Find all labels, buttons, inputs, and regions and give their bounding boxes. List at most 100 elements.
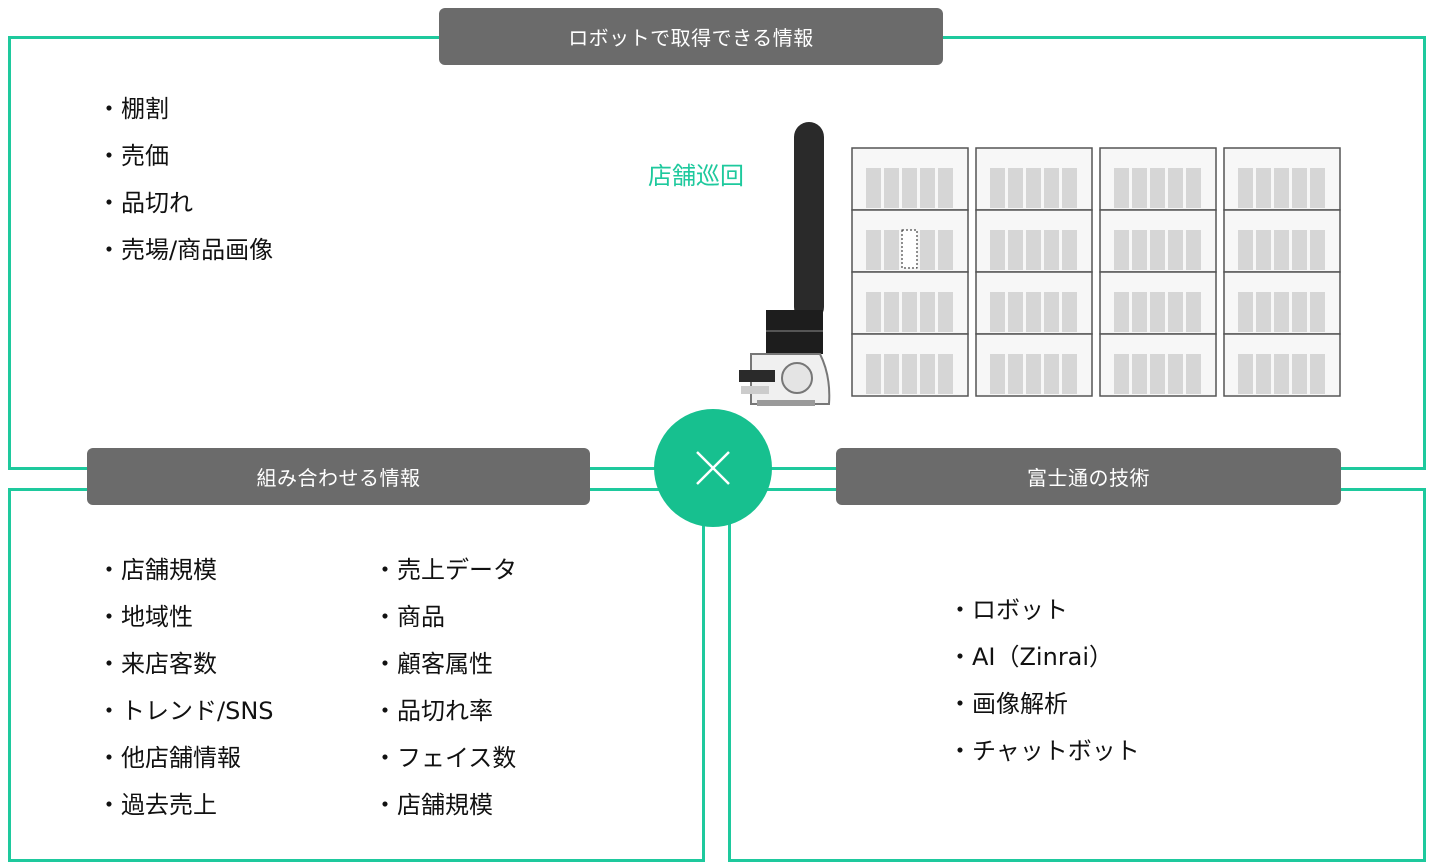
product-item xyxy=(1132,168,1147,208)
product-item xyxy=(1008,292,1023,332)
product-item xyxy=(938,230,953,270)
multiply-icon xyxy=(696,451,730,485)
product-item xyxy=(866,230,881,270)
product-item xyxy=(1132,354,1147,394)
product-item xyxy=(920,168,935,208)
multiply-circle xyxy=(654,409,772,527)
product-item xyxy=(1044,168,1059,208)
shelf-unit xyxy=(1223,147,1341,211)
product-item xyxy=(1238,292,1253,332)
combine-info-list-1: ・店舗規模 ・地域性 ・来店客数 ・トレンド/SNS ・他店舗情報 ・過去売上 xyxy=(97,547,274,829)
list-item: ・チャットボット xyxy=(948,737,1140,765)
list-item: ・ロボット xyxy=(948,596,1068,624)
product-item xyxy=(1150,354,1165,394)
product-item xyxy=(990,230,1005,270)
list-item: ・トレンド/SNS xyxy=(97,697,274,725)
product-item xyxy=(938,354,953,394)
list-item: ・AI（Zinrai） xyxy=(948,643,1114,671)
shelf-unit xyxy=(1099,147,1217,211)
product-item xyxy=(990,168,1005,208)
product-item xyxy=(1292,292,1307,332)
list-item: ・他店舗情報 xyxy=(97,744,241,772)
shelf-unit xyxy=(1099,209,1217,273)
product-item xyxy=(1292,230,1307,270)
list-item: ・売場/商品画像 xyxy=(97,236,274,264)
top-panel-header: ロボットで取得できる情報 xyxy=(439,8,943,65)
product-item xyxy=(866,354,881,394)
store-shelves xyxy=(851,147,1341,397)
product-item xyxy=(1008,354,1023,394)
product-item xyxy=(1114,354,1129,394)
list-item: ・店舗規模 xyxy=(97,556,217,584)
product-item xyxy=(1238,168,1253,208)
product-item xyxy=(1008,168,1023,208)
product-item xyxy=(920,292,935,332)
product-item xyxy=(1310,292,1325,332)
product-item xyxy=(884,230,899,270)
list-item: ・売価 xyxy=(97,142,169,170)
product-item xyxy=(1026,292,1041,332)
list-item: ・地域性 xyxy=(97,603,193,631)
shelf-unit xyxy=(1099,271,1217,335)
list-item: ・来店客数 xyxy=(97,650,217,678)
list-item: ・顧客属性 xyxy=(373,650,493,678)
shelf-unit xyxy=(975,147,1093,211)
list-item: ・棚割 xyxy=(97,95,169,123)
shelf-unit xyxy=(975,333,1093,397)
list-item: ・品切れ xyxy=(97,189,193,217)
product-item xyxy=(1026,230,1041,270)
combine-info-list-2: ・売上データ ・商品 ・顧客属性 ・品切れ率 ・フェイス数 ・店舗規模 xyxy=(373,547,517,829)
product-item xyxy=(1274,168,1289,208)
product-item xyxy=(1062,230,1077,270)
shelf-unit xyxy=(1223,209,1341,273)
product-item xyxy=(1186,230,1201,270)
shelf-unit xyxy=(851,209,969,273)
product-item xyxy=(1186,168,1201,208)
product-item xyxy=(990,292,1005,332)
product-item xyxy=(1008,230,1023,270)
product-item xyxy=(866,168,881,208)
fujitsu-panel-header: 富士通の技術 xyxy=(836,448,1341,505)
robot-illustration xyxy=(739,122,831,406)
shelf-unit xyxy=(1223,333,1341,397)
list-item: ・フェイス数 xyxy=(373,744,517,772)
product-item xyxy=(1186,354,1201,394)
product-item xyxy=(884,354,899,394)
product-item xyxy=(1168,168,1183,208)
product-item xyxy=(1310,230,1325,270)
product-item xyxy=(884,292,899,332)
product-item xyxy=(1044,230,1059,270)
shelf-unit xyxy=(851,333,969,397)
product-item xyxy=(1062,354,1077,394)
product-item xyxy=(1274,354,1289,394)
list-item: ・過去売上 xyxy=(97,791,217,819)
product-item xyxy=(1256,230,1271,270)
product-item xyxy=(1114,292,1129,332)
shelf-unit xyxy=(851,271,969,335)
product-item xyxy=(1044,354,1059,394)
list-item: ・商品 xyxy=(373,603,445,631)
product-item xyxy=(1132,230,1147,270)
list-item: ・品切れ率 xyxy=(373,697,493,725)
store-patrol-label: 店舗巡回 xyxy=(648,162,744,190)
list-item: ・店舗規模 xyxy=(373,791,493,819)
shelf-unit xyxy=(1223,271,1341,335)
product-item xyxy=(1256,292,1271,332)
product-item xyxy=(1114,168,1129,208)
product-item xyxy=(1292,354,1307,394)
product-item xyxy=(1238,354,1253,394)
product-item xyxy=(1114,230,1129,270)
shelf-unit xyxy=(1099,333,1217,397)
shelf-unit xyxy=(851,147,969,211)
product-item xyxy=(1168,292,1183,332)
shelf-unit xyxy=(975,271,1093,335)
product-item xyxy=(1026,168,1041,208)
product-item xyxy=(1168,230,1183,270)
product-item xyxy=(884,168,899,208)
product-item xyxy=(902,354,917,394)
product-item xyxy=(1310,168,1325,208)
product-item xyxy=(1062,292,1077,332)
product-item xyxy=(938,168,953,208)
product-item xyxy=(1150,292,1165,332)
product-item xyxy=(1026,354,1041,394)
